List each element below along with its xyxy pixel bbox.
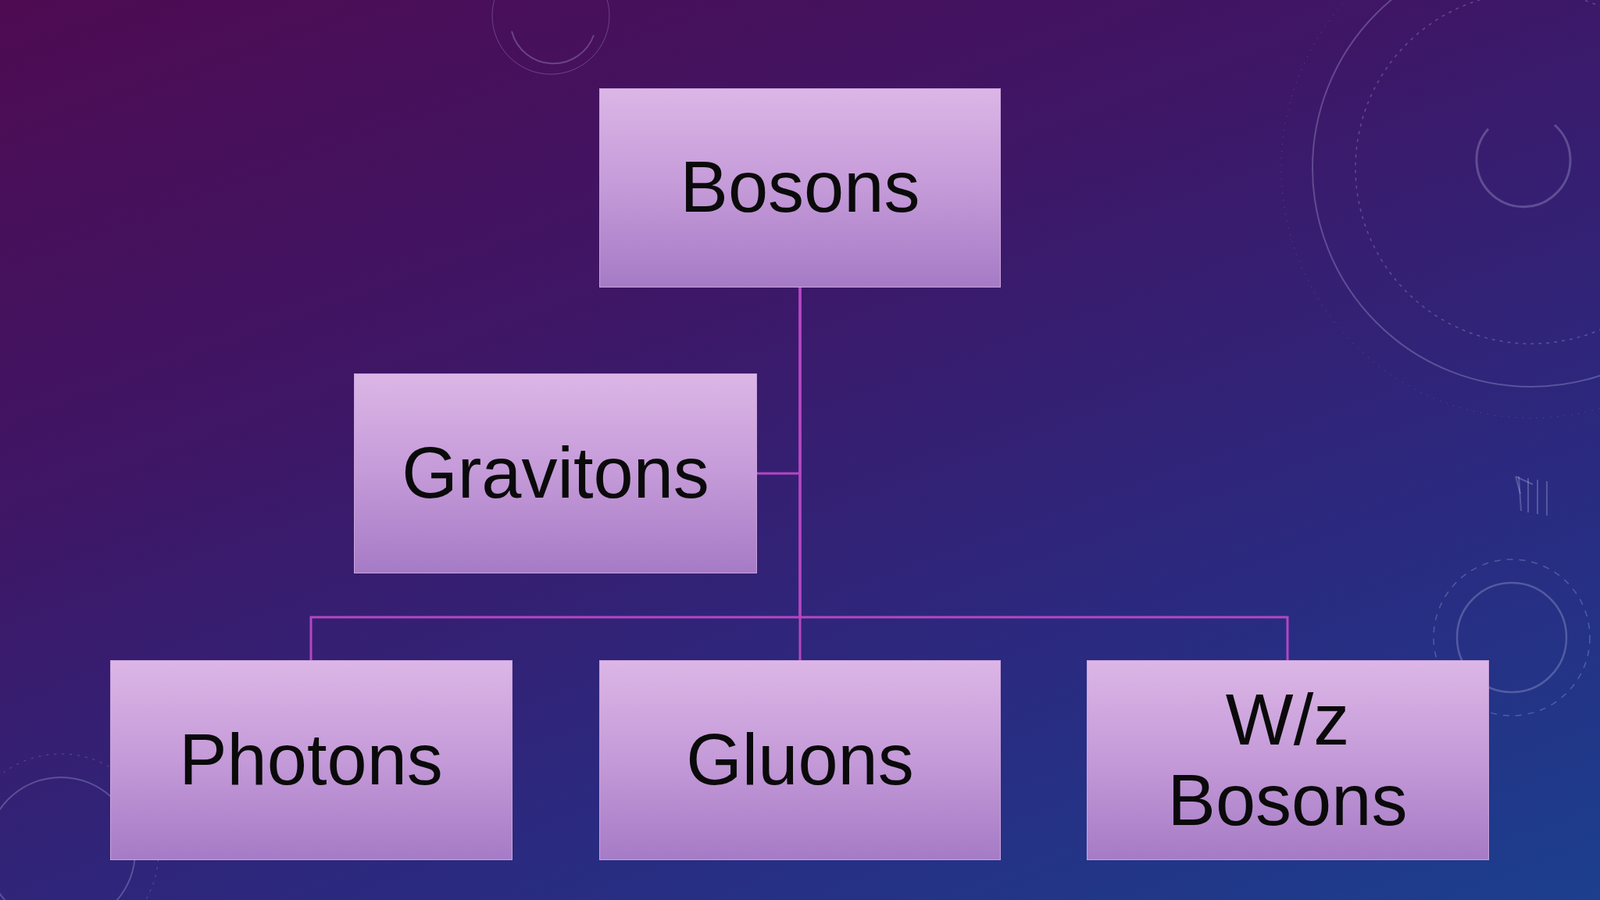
box-label: Photons (178, 719, 443, 800)
box-label: Gluons (685, 719, 915, 800)
dial-ring (1355, 0, 1600, 344)
category-box: Photons (110, 660, 513, 861)
tree-connector (800, 287, 1288, 661)
tree-connector (310, 287, 800, 661)
root-box: Bosons (599, 88, 1001, 288)
tick-marks (1518, 476, 1547, 516)
tree-connector (757, 287, 800, 475)
dial-arc (1476, 125, 1571, 208)
category-box: Gluons (599, 660, 1001, 861)
box-label: W/z Bosons (1119, 679, 1456, 841)
dial-ring (1312, 0, 1600, 387)
box-label: Bosons (680, 146, 921, 228)
category-box: W/z Bosons (1086, 660, 1490, 861)
corner-ring (492, 0, 610, 75)
corner-arc (511, 31, 594, 64)
dial-ticks (1281, 0, 1600, 418)
box-label: Gravitons (401, 432, 710, 514)
category-box: Gravitons (353, 373, 758, 574)
